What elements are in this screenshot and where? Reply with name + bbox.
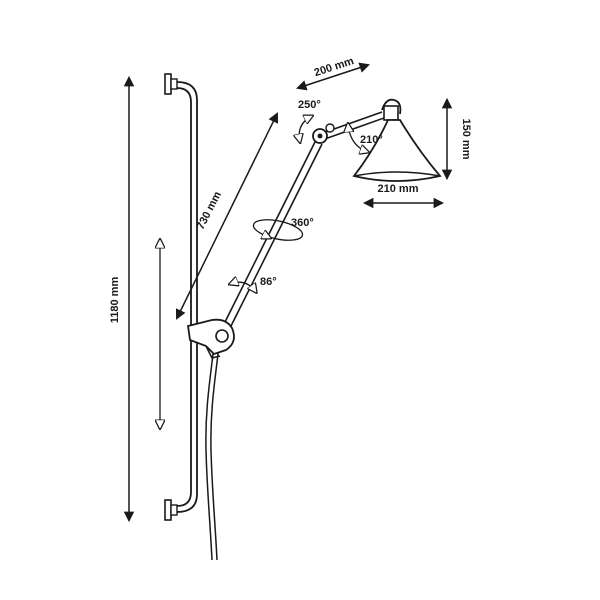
bottom-joint-rotation-label: 86°	[260, 276, 277, 288]
top-joint-rotation-label: 250°	[298, 99, 321, 111]
arm-spin-rotation-label: 360°	[291, 217, 314, 229]
arm-length-label: 730 mm	[195, 189, 224, 231]
shade-joint-rotation-label: 210°	[360, 134, 383, 146]
arm-length-dimension-line	[175, 112, 279, 320]
shade-width-label: 210 mm	[378, 183, 419, 195]
arm-spin-rotation-indicator	[252, 219, 304, 241]
bottom-wall-bracket	[164, 499, 172, 521]
shade-height-label: 150 mm	[460, 119, 472, 160]
bottom-joint-rotation-arc	[230, 282, 256, 292]
power-cable	[205, 345, 215, 561]
wall-rail	[164, 73, 198, 521]
shade-joint-rotation-arc	[348, 124, 368, 152]
top-joint-rotation-arc	[299, 116, 312, 142]
rail-clamp	[186, 318, 235, 359]
top-arm-dimension-line	[296, 62, 370, 91]
top-wall-bracket	[164, 73, 172, 95]
total-height-label: 1180 mm	[109, 277, 121, 324]
